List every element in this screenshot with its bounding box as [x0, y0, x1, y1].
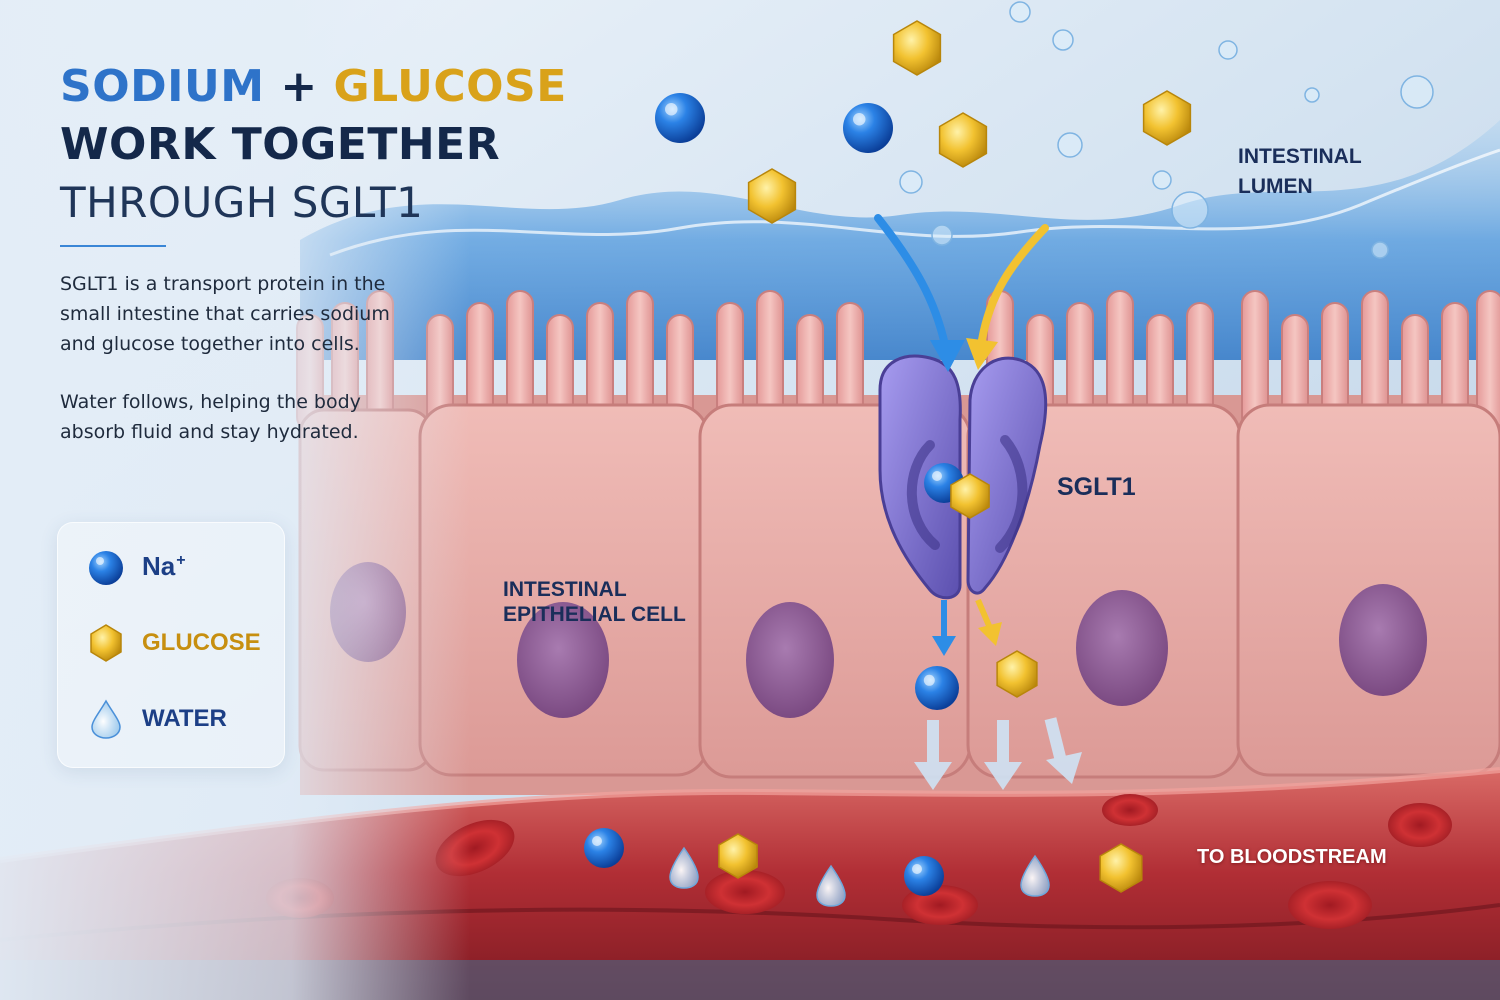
lumen-label: INTESTINAL LUMEN — [1238, 142, 1362, 202]
water-bubble — [1152, 170, 1172, 190]
headline-divider — [60, 245, 166, 247]
water-bubble — [1052, 29, 1074, 51]
water-drop-icon — [91, 699, 121, 739]
headline: SODIUM + GLUCOSE WORK TOGETHER THROUGH S… — [60, 58, 566, 232]
molecules — [584, 1, 1434, 907]
glucose-molecule — [1142, 90, 1192, 146]
legend-label-water: WATER — [142, 705, 227, 732]
headline-line-2: WORK TOGETHER — [60, 119, 501, 170]
description-paragraph-1: SGLT1 is a transport protein in the smal… — [60, 273, 390, 355]
sglt1-transporter — [878, 354, 1048, 600]
description-paragraph-2: Water follows, helping the body absorb f… — [60, 391, 361, 443]
legend-item-glucose: GLUCOSE — [86, 623, 276, 663]
epithelial-cell-label-line-1: INTESTINAL — [503, 578, 627, 601]
glucose-molecule — [996, 650, 1038, 698]
water-bubble — [899, 170, 923, 194]
glucose-molecule — [938, 112, 988, 168]
glucose-molecule — [747, 168, 797, 224]
water-drop — [669, 846, 699, 889]
legend-item-water: WATER — [86, 699, 276, 739]
water-bubble — [931, 224, 953, 246]
water-bubble — [1171, 191, 1209, 229]
headline-plus: + — [280, 61, 318, 112]
transport-arrows — [874, 214, 1082, 790]
sodium-ion — [655, 93, 705, 143]
water-bubble — [1218, 40, 1238, 60]
epithelial-cell-label-line-2: EPITHELIAL CELL — [503, 603, 686, 626]
water-bubble — [1057, 132, 1083, 158]
water-bubble — [1400, 75, 1434, 109]
legend-label-sodium: Na+ — [142, 551, 186, 581]
sodium-ion-icon — [89, 551, 123, 585]
legend-panel: Na+ GLUCOSE WATER — [57, 522, 285, 768]
legend-label-glucose: GLUCOSE — [142, 629, 261, 656]
glucose-molecule — [892, 20, 942, 76]
water-bubble — [1009, 1, 1031, 23]
water-bubble — [1371, 241, 1389, 259]
lumen-label-line-1: INTESTINAL — [1238, 145, 1362, 168]
water-drop — [1020, 854, 1050, 897]
headline-line-3: THROUGH SGLT1 — [60, 178, 424, 227]
headline-sodium: SODIUM — [60, 61, 265, 112]
glucose-molecule — [950, 473, 990, 519]
glucose-molecule-icon — [90, 624, 122, 662]
water-drop — [816, 864, 846, 907]
bloodstream-label: TO BLOODSTREAM — [1197, 846, 1387, 868]
sodium-ion — [904, 856, 944, 896]
lumen-label-line-2: LUMEN — [1238, 175, 1313, 198]
sodium-ion — [843, 103, 893, 153]
headline-glucose: GLUCOSE — [333, 61, 567, 112]
glucose-molecule — [1099, 843, 1143, 893]
legend-item-sodium: Na+ — [86, 548, 276, 588]
water-bubble — [1304, 87, 1320, 103]
sodium-ion — [915, 666, 959, 710]
sglt1-label: SGLT1 — [1057, 473, 1136, 501]
sodium-ion — [584, 828, 624, 868]
headline-line-1: SODIUM + GLUCOSE — [60, 58, 566, 116]
glucose-molecule — [718, 833, 758, 879]
